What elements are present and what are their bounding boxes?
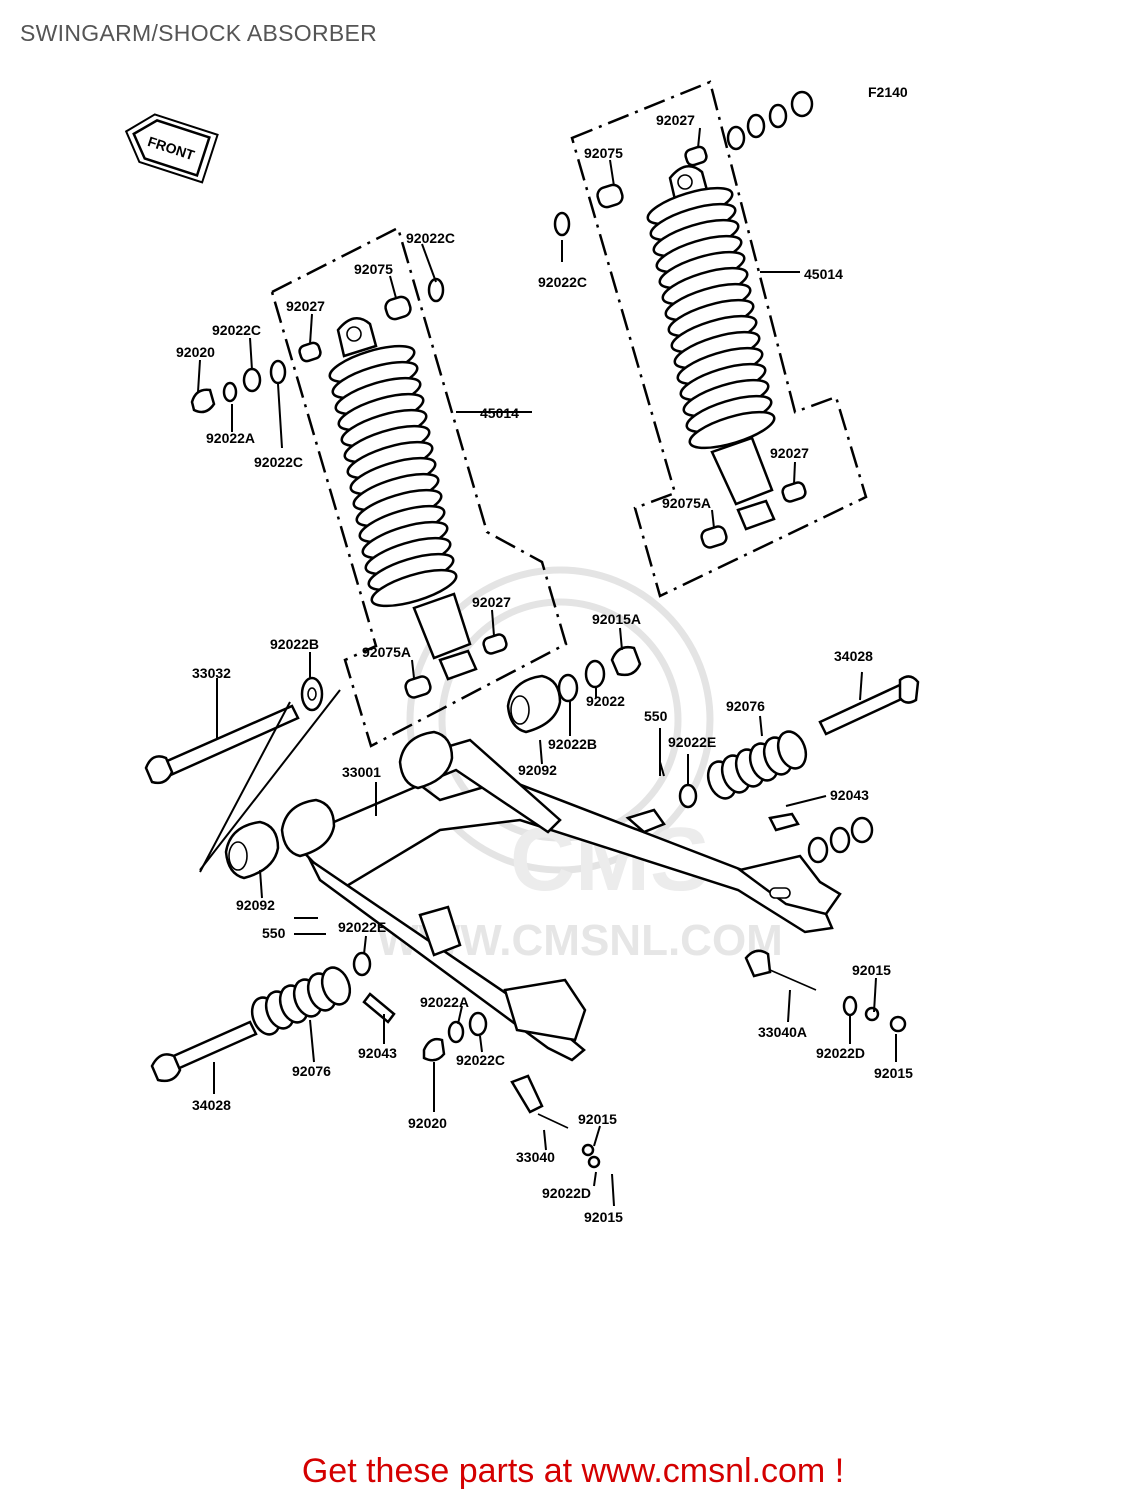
lower-hardware: [422, 949, 907, 1169]
label-92043: 92043: [358, 1045, 397, 1061]
label-45014: 45014: [804, 266, 843, 282]
label-92022c: 92022C: [538, 274, 587, 290]
right-rod-34028: [706, 675, 920, 864]
label-550: 550: [262, 925, 286, 941]
label-92022c: 92022C: [456, 1052, 505, 1068]
label-33032: 33032: [192, 665, 231, 681]
pivot-bolt-33032: [144, 676, 324, 785]
label-92022a: 92022A: [420, 994, 469, 1010]
front-arrow-icon: FRONT: [124, 113, 219, 184]
label-33040: 33040: [516, 1149, 555, 1165]
label-92022e: 92022E: [338, 919, 386, 935]
label-92027: 92027: [770, 445, 809, 461]
label-33001: 33001: [342, 764, 381, 780]
label-92015a: 92015A: [592, 611, 641, 627]
label-550: 550: [644, 708, 668, 724]
footer-cta-link[interactable]: Get these parts at www.cmsnl.com !: [301, 1452, 845, 1490]
part-labels: 92027 92075 92022C 45014 92027 92075A 92…: [176, 112, 913, 1225]
label-92020: 92020: [408, 1115, 447, 1131]
washers-upper: [352, 646, 698, 977]
label-92020: 92020: [176, 344, 215, 360]
label-92022c: 92022C: [212, 322, 261, 338]
right-shock-absorber: [646, 165, 776, 531]
label-92022c: 92022C: [254, 454, 303, 470]
label-92022b: 92022B: [270, 636, 319, 652]
label-92015: 92015: [852, 962, 891, 978]
label-92022c: 92022C: [406, 230, 455, 246]
shock-hardware: [190, 90, 814, 699]
label-92022: 92022: [586, 693, 625, 709]
label-92015: 92015: [584, 1209, 623, 1225]
label-92076: 92076: [726, 698, 765, 714]
label-92092: 92092: [236, 897, 275, 913]
label-92015: 92015: [578, 1111, 617, 1127]
left-rod-34028: [150, 966, 396, 1083]
label-92092: 92092: [518, 762, 557, 778]
label-34028: 34028: [192, 1097, 231, 1113]
label-92022d: 92022D: [542, 1185, 591, 1201]
swingarm-33001: [280, 730, 842, 1062]
label-33040a: 33040A: [758, 1024, 807, 1040]
label-92075a: 92075A: [662, 495, 711, 511]
label-92022a: 92022A: [206, 430, 255, 446]
right-shock-frame: [570, 80, 868, 598]
label-92027: 92027: [656, 112, 695, 128]
left-shock-frame: [270, 226, 568, 748]
bushings-92092: [224, 674, 562, 880]
label-92022e: 92022E: [668, 734, 716, 750]
label-34028: 34028: [834, 648, 873, 664]
page-title: SWINGARM/SHOCK ABSORBER: [20, 20, 378, 46]
label-92075a: 92075A: [362, 644, 411, 660]
label-92027: 92027: [286, 298, 325, 314]
label-92027: 92027: [472, 594, 511, 610]
figure-code: F2140: [868, 84, 908, 100]
label-45014: 45014: [480, 405, 519, 421]
label-92015: 92015: [874, 1065, 913, 1081]
left-shock-absorber: [328, 317, 478, 681]
label-92022b: 92022B: [548, 736, 597, 752]
label-92075: 92075: [584, 145, 623, 161]
label-92022d: 92022D: [816, 1045, 865, 1061]
leader-lines: [197, 127, 897, 1207]
label-92075: 92075: [354, 261, 393, 277]
label-92076: 92076: [292, 1063, 331, 1079]
label-92043: 92043: [830, 787, 869, 803]
